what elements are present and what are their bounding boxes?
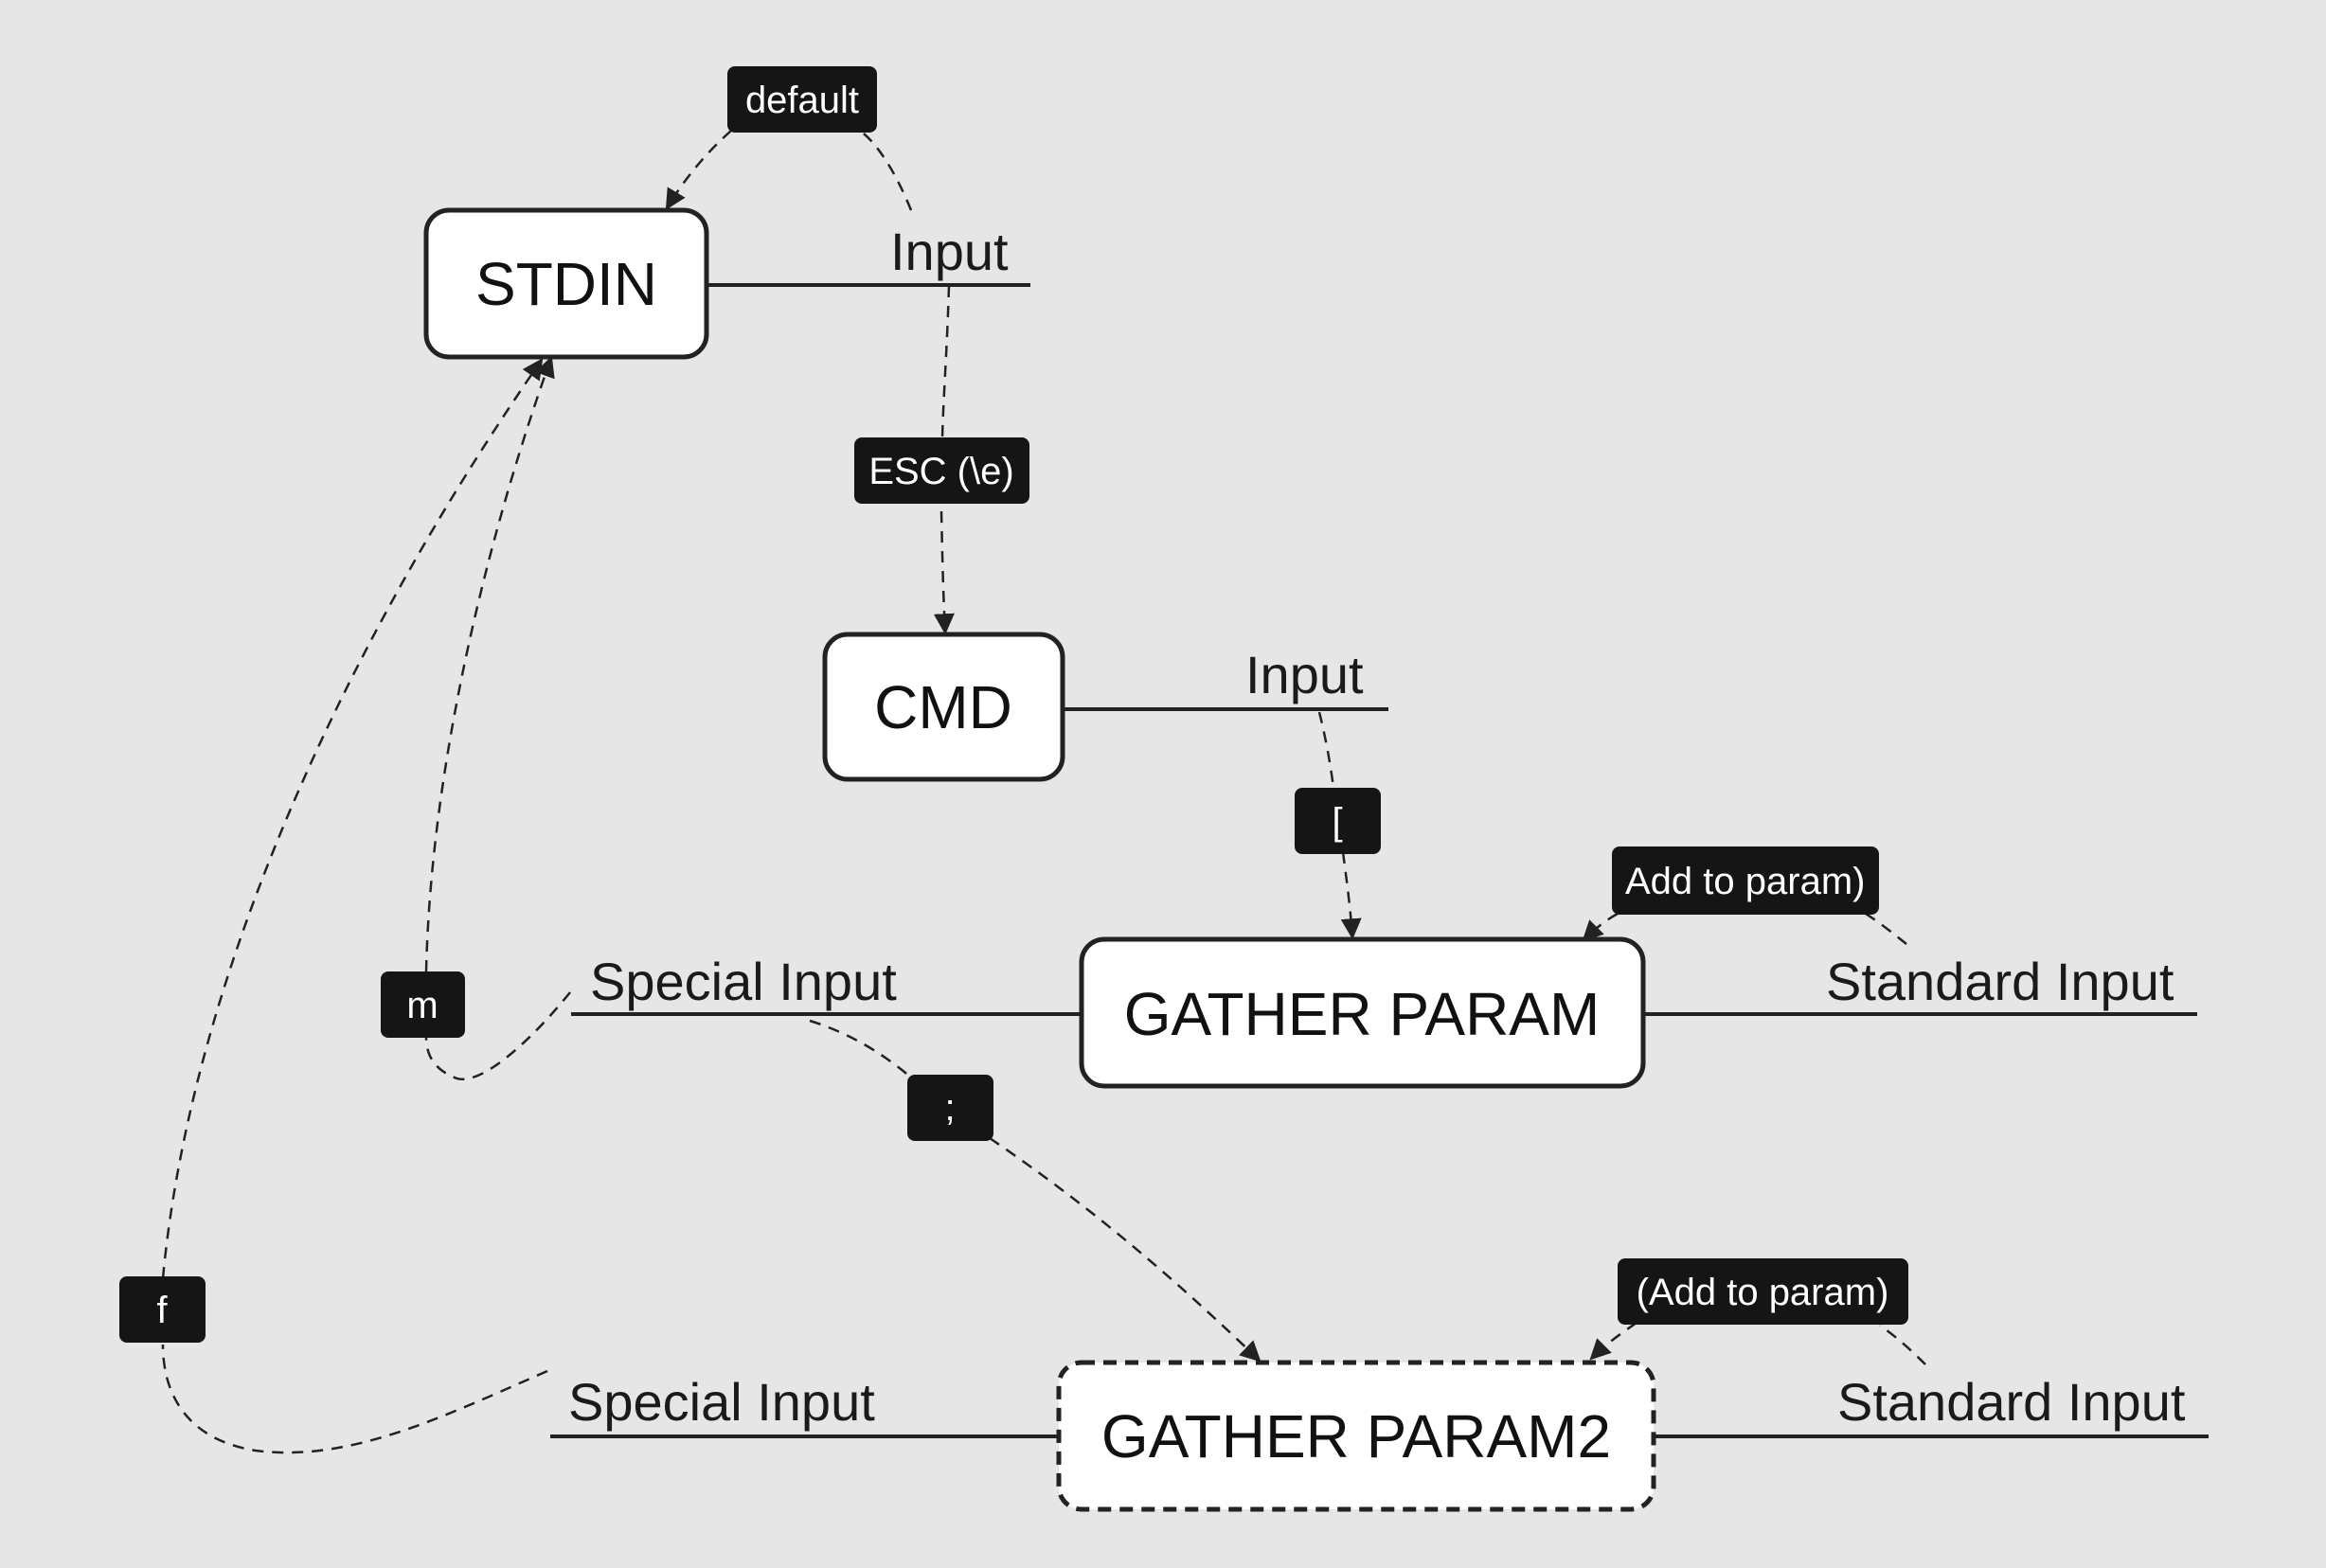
- state-cmd-label: CMD: [874, 673, 1012, 741]
- tag-m-label: m: [406, 985, 438, 1026]
- transition-edges: [161, 129, 1926, 1454]
- tag-f-label: f: [156, 1290, 168, 1331]
- state-cmd: CMD: [822, 632, 1065, 782]
- edge-default-in: [665, 130, 732, 210]
- edge-esc-in: [933, 510, 955, 635]
- edge-add-param2-out: [1879, 1324, 1926, 1365]
- tag-f: f: [119, 1276, 206, 1343]
- tag-semicolon-label: ;: [944, 1087, 955, 1129]
- gp2-special-input-label: Special Input: [568, 1372, 875, 1432]
- tag-bracket-box: [1295, 788, 1381, 854]
- edge-m-in: [424, 355, 555, 972]
- state-cmd-box: [822, 632, 1065, 782]
- gp-special-input-label: Special Input: [590, 952, 897, 1011]
- edge-esc-out: [940, 285, 951, 438]
- edge-default-out: [859, 129, 913, 211]
- state-gather-param-label: GATHER PARAM: [1124, 980, 1601, 1048]
- edge-bracket-out: [1317, 711, 1335, 789]
- tag-esc: ESC (\e): [854, 437, 1029, 504]
- tag-add-to-param-2-label: (Add to param): [1637, 1272, 1889, 1313]
- edge-add-param-out: [1860, 909, 1907, 945]
- stdin-input-label: Input: [890, 222, 1009, 281]
- transition-tags: default ESC (\e) [ Add to param) ; m f: [119, 66, 1908, 1343]
- edge-bracket-in: [1340, 851, 1362, 940]
- tag-add-to-param-2-box: [1618, 1258, 1908, 1325]
- tag-semicolon-box: [907, 1075, 993, 1141]
- edge-semicolon-in: [989, 1136, 1261, 1363]
- edge-m-out: [424, 991, 571, 1080]
- edge-add-param-in: [1582, 912, 1619, 942]
- tag-semicolon: ;: [907, 1075, 993, 1141]
- tag-bracket: [: [1295, 788, 1381, 854]
- cmd-input-label: Input: [1245, 645, 1364, 704]
- tag-bracket-label: [: [1332, 801, 1342, 843]
- gp2-standard-input-label: Standard Input: [1837, 1372, 2186, 1432]
- edge-add-param2-in: [1589, 1321, 1637, 1361]
- state-stdin-box: [423, 207, 709, 360]
- state-stdin: STDIN: [423, 207, 709, 360]
- edge-f-in: [161, 358, 544, 1279]
- state-gather-param2-label: GATHER PARAM2: [1101, 1402, 1611, 1470]
- gp-standard-input-label: Standard Input: [1826, 952, 2174, 1011]
- tag-f-box: [119, 1276, 206, 1343]
- state-gather-param2: GATHER PARAM2: [1056, 1360, 1656, 1512]
- tag-default-box: [727, 66, 877, 133]
- tag-default: default: [727, 66, 877, 133]
- edge-semicolon-out: [809, 1019, 912, 1078]
- state-gather-param2-box: [1056, 1360, 1656, 1512]
- tag-default-label: default: [745, 80, 859, 121]
- input-lines: [550, 283, 2209, 1438]
- tag-add-to-param-2: (Add to param): [1618, 1258, 1908, 1325]
- input-labels: Input Input Special Input Standard Input…: [568, 222, 2186, 1432]
- state-gather-param: GATHER PARAM: [1079, 936, 1646, 1089]
- tag-esc-box: [854, 437, 1029, 504]
- tag-add-to-param: Add to param): [1612, 846, 1879, 915]
- state-stdin-label: STDIN: [475, 250, 657, 318]
- tag-m: m: [381, 971, 465, 1038]
- tag-add-to-param-label: Add to param): [1625, 861, 1865, 902]
- tag-add-to-param-box: [1612, 846, 1879, 915]
- state-gather-param-box: [1079, 936, 1646, 1089]
- edge-f-out: [161, 1344, 548, 1454]
- tag-m-box: [381, 971, 465, 1038]
- tag-esc-label: ESC (\e): [868, 451, 1013, 492]
